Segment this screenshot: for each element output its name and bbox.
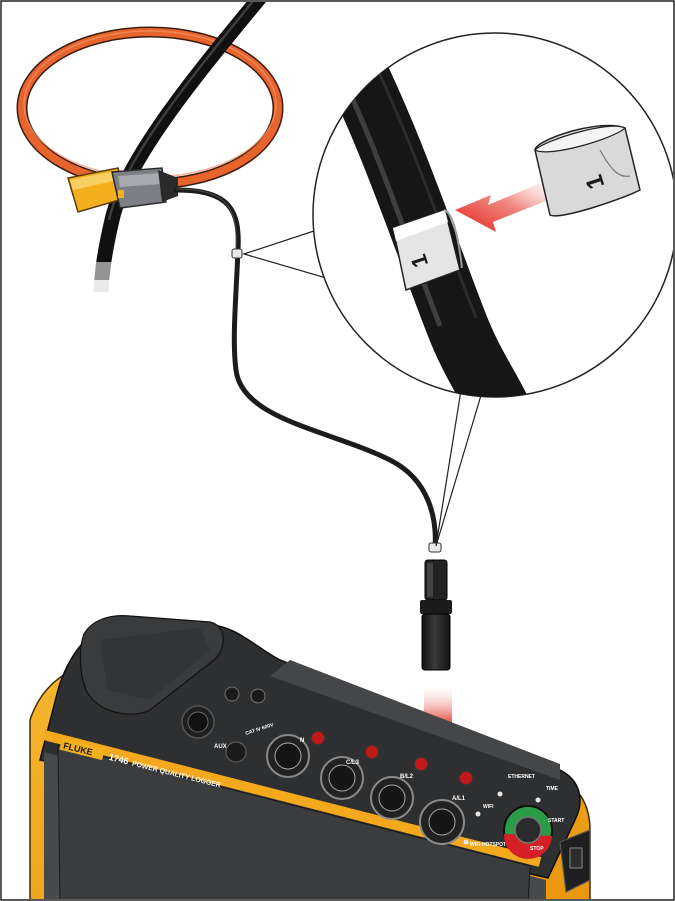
probe-plug [420,560,452,670]
status-ethernet: ETHERNET [508,774,535,780]
status-time: TIME [546,786,559,792]
small-marker-top [232,249,242,258]
aux-label: AUX [214,744,227,750]
jack-label-n: N [300,738,304,744]
jack-label-b-l2: B/L2 [400,774,414,780]
status-wifi: WIFI [483,804,494,810]
status-wifi-hotspot: WIFI HOTSPOT [470,842,506,848]
stop-label: STOP [530,846,544,852]
small-marker-bottom [429,543,441,552]
start-label: START [548,818,564,824]
jack-label-a-l1: A/L1 [452,796,466,802]
jack-label-c-l3: C/L3 [346,760,360,766]
